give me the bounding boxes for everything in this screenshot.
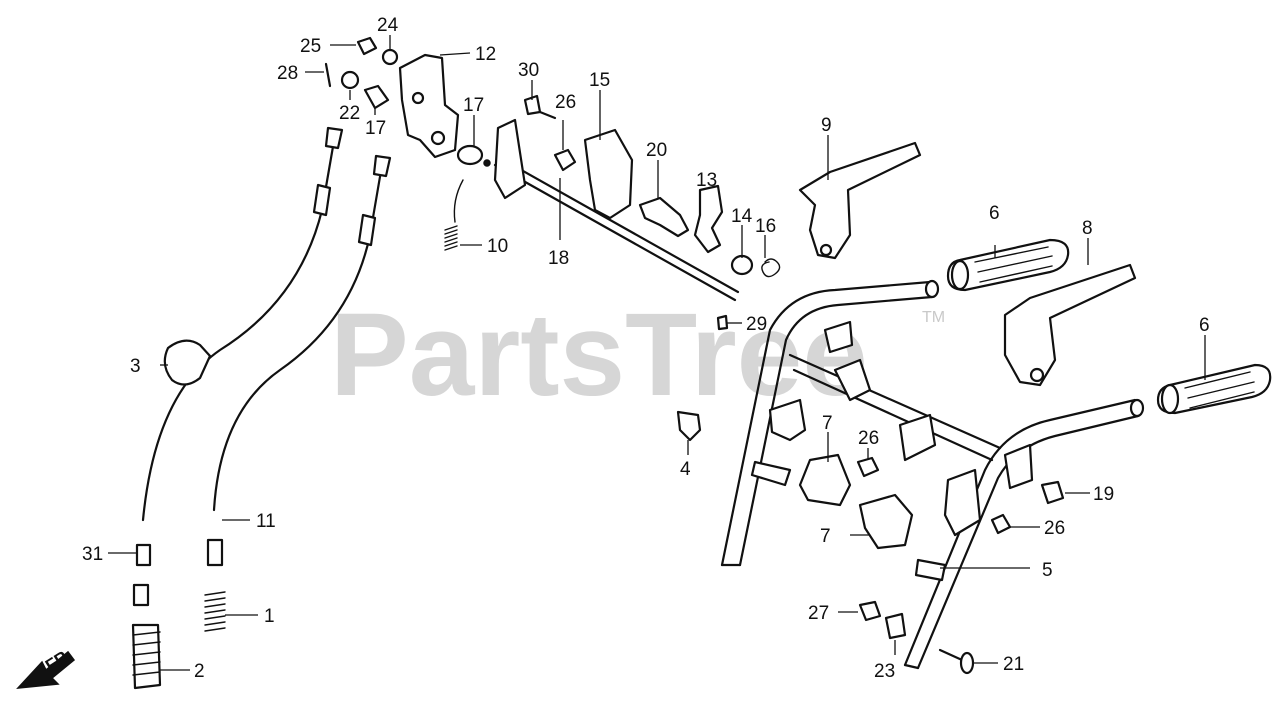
callout-24: 24 <box>377 15 399 36</box>
watermark-text: PartsTree <box>330 289 868 421</box>
callout-19: 19 <box>1093 484 1114 505</box>
nut-26-right <box>990 513 1012 535</box>
lever-8 <box>1003 263 1137 387</box>
shaft-18 <box>483 118 740 302</box>
callout-10: 10 <box>487 236 508 257</box>
cable-upper-left <box>132 126 344 607</box>
callout-26-mid: 26 <box>858 428 879 449</box>
handle-frame <box>720 279 1145 670</box>
callout-7-lower: 7 <box>820 526 831 547</box>
callout-26-top: 26 <box>555 92 576 113</box>
nut-26-top <box>553 148 577 172</box>
callout-15: 15 <box>589 70 610 91</box>
callout-30: 30 <box>518 60 539 81</box>
leader-lines <box>108 35 1206 671</box>
callout-29: 29 <box>746 314 767 335</box>
clamp-7-lower <box>858 493 914 550</box>
nut-27 <box>858 600 882 622</box>
grip-right <box>1156 363 1272 415</box>
grip-left <box>946 238 1070 292</box>
callout-23: 23 <box>874 661 895 682</box>
callout-28: 28 <box>277 63 298 84</box>
collar-17 <box>456 144 484 166</box>
callout-21: 21 <box>1003 654 1024 675</box>
callout-9: 9 <box>821 115 832 136</box>
spring-16 <box>761 258 781 278</box>
front-arrow-icon <box>16 650 76 689</box>
callout-27: 27 <box>808 603 829 624</box>
callout-18: 18 <box>548 248 569 269</box>
callout-6-upper: 6 <box>989 203 1000 224</box>
callout-1: 1 <box>264 606 275 627</box>
clip-4 <box>676 410 702 442</box>
callout-16: 16 <box>755 216 776 237</box>
watermark-trademark: TM <box>922 309 945 326</box>
callout-6-lower: 6 <box>1199 315 1210 336</box>
fitting-20 <box>638 196 690 238</box>
spring-1 <box>204 591 226 632</box>
callout-31: 31 <box>82 544 103 565</box>
callout-3: 3 <box>130 356 141 377</box>
callout-7-upper: 7 <box>822 413 833 434</box>
callout-11: 11 <box>256 511 276 532</box>
clamp-7-upper <box>798 453 852 507</box>
collar-14 <box>730 254 754 276</box>
callout-4: 4 <box>680 459 691 480</box>
washer-22 <box>340 70 360 90</box>
clip-23 <box>884 612 907 640</box>
bracket-12 <box>398 53 460 159</box>
nut-19 <box>1040 480 1065 505</box>
nut-26-mid <box>856 456 880 478</box>
callout-26-right: 26 <box>1044 518 1065 539</box>
callout-5: 5 <box>1042 560 1053 581</box>
callout-17-left: 17 <box>365 118 386 139</box>
cable-clip-3 <box>163 339 212 386</box>
callout-20: 20 <box>646 140 667 161</box>
pin-28 <box>324 62 332 88</box>
callout-17-right: 17 <box>463 95 484 116</box>
callout-2: 2 <box>194 661 205 682</box>
callout-8: 8 <box>1082 218 1093 239</box>
collar-17-upper <box>363 84 390 110</box>
plate-15 <box>583 128 634 220</box>
callout-13: 13 <box>696 170 717 191</box>
nut-25 <box>356 36 378 56</box>
clip-29 <box>716 314 729 331</box>
cable-upper-right <box>206 154 392 567</box>
lever-9 <box>798 141 922 260</box>
callout-14: 14 <box>731 206 753 227</box>
clip-13 <box>693 184 724 254</box>
spring-10 <box>444 179 464 251</box>
callout-22: 22 <box>339 103 360 124</box>
washer-24 <box>381 48 399 66</box>
callout-25: 25 <box>300 36 321 57</box>
callout-labels: 1 2 3 4 5 6 6 7 7 8 9 10 11 12 13 14 15 … <box>82 15 1210 682</box>
callout-12: 12 <box>475 44 496 65</box>
bolt-21 <box>938 648 964 662</box>
